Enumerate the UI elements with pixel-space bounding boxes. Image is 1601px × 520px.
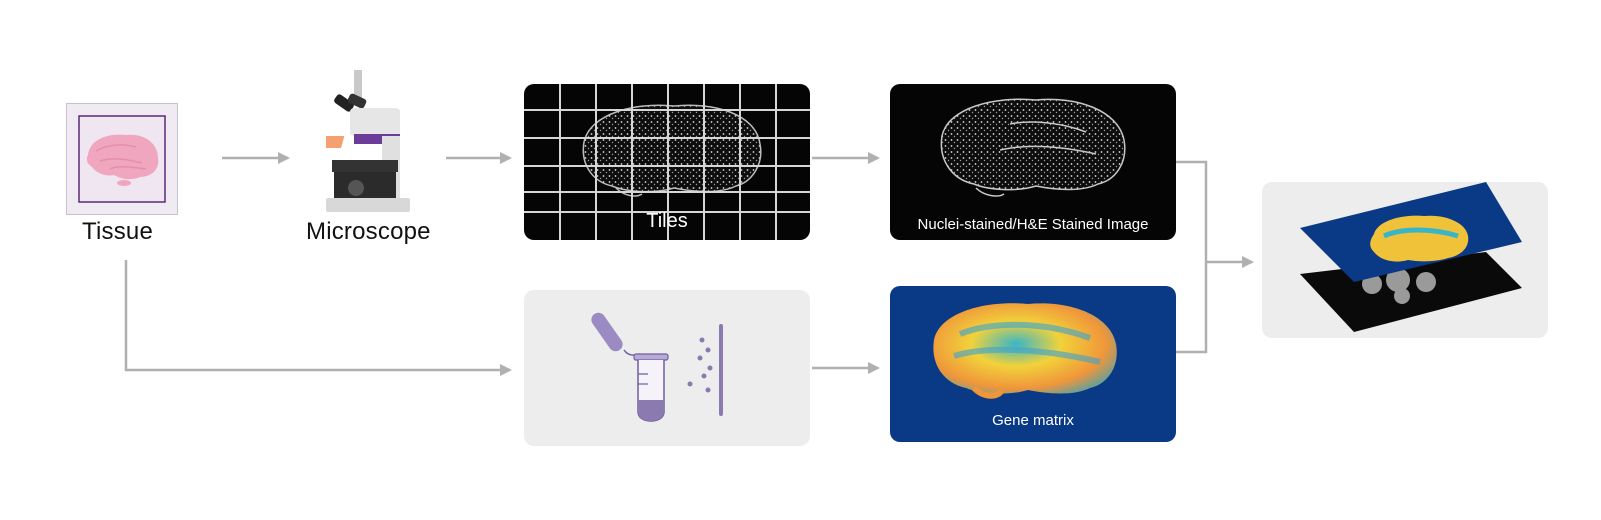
stained-image-label: Nuclei-stained/H&E Stained Image xyxy=(917,216,1149,233)
connector-stained-merge xyxy=(1172,160,1208,354)
overlay-stack-icon xyxy=(1300,182,1522,332)
gene-matrix-heatmap xyxy=(933,303,1117,399)
overlay-output-panel xyxy=(1262,182,1548,338)
tissue-label: Tissue xyxy=(82,218,153,245)
sequencing-illustration xyxy=(591,312,723,422)
stained-image-panel: Nuclei-stained/H&E Stained Image xyxy=(890,84,1176,240)
microscope-label: Microscope xyxy=(306,218,431,245)
sequencing-panel xyxy=(524,290,810,446)
stained-tissue-image xyxy=(940,98,1126,197)
tiles-label: Tiles xyxy=(646,210,688,232)
molecule-dots xyxy=(687,337,713,393)
microscope-icon xyxy=(319,70,416,215)
gene-matrix-label: Gene matrix xyxy=(992,412,1074,429)
pipette-icon xyxy=(591,312,641,356)
arrow-tissue-sequencing xyxy=(124,260,512,376)
tiles-panel: Tiles xyxy=(524,84,810,240)
test-tube-icon xyxy=(633,353,669,422)
gene-matrix-panel: Gene matrix xyxy=(890,286,1176,442)
flow-cell-bar xyxy=(719,324,723,416)
tissue-slide-icon xyxy=(66,103,178,215)
tiles-grid-image xyxy=(524,84,810,240)
